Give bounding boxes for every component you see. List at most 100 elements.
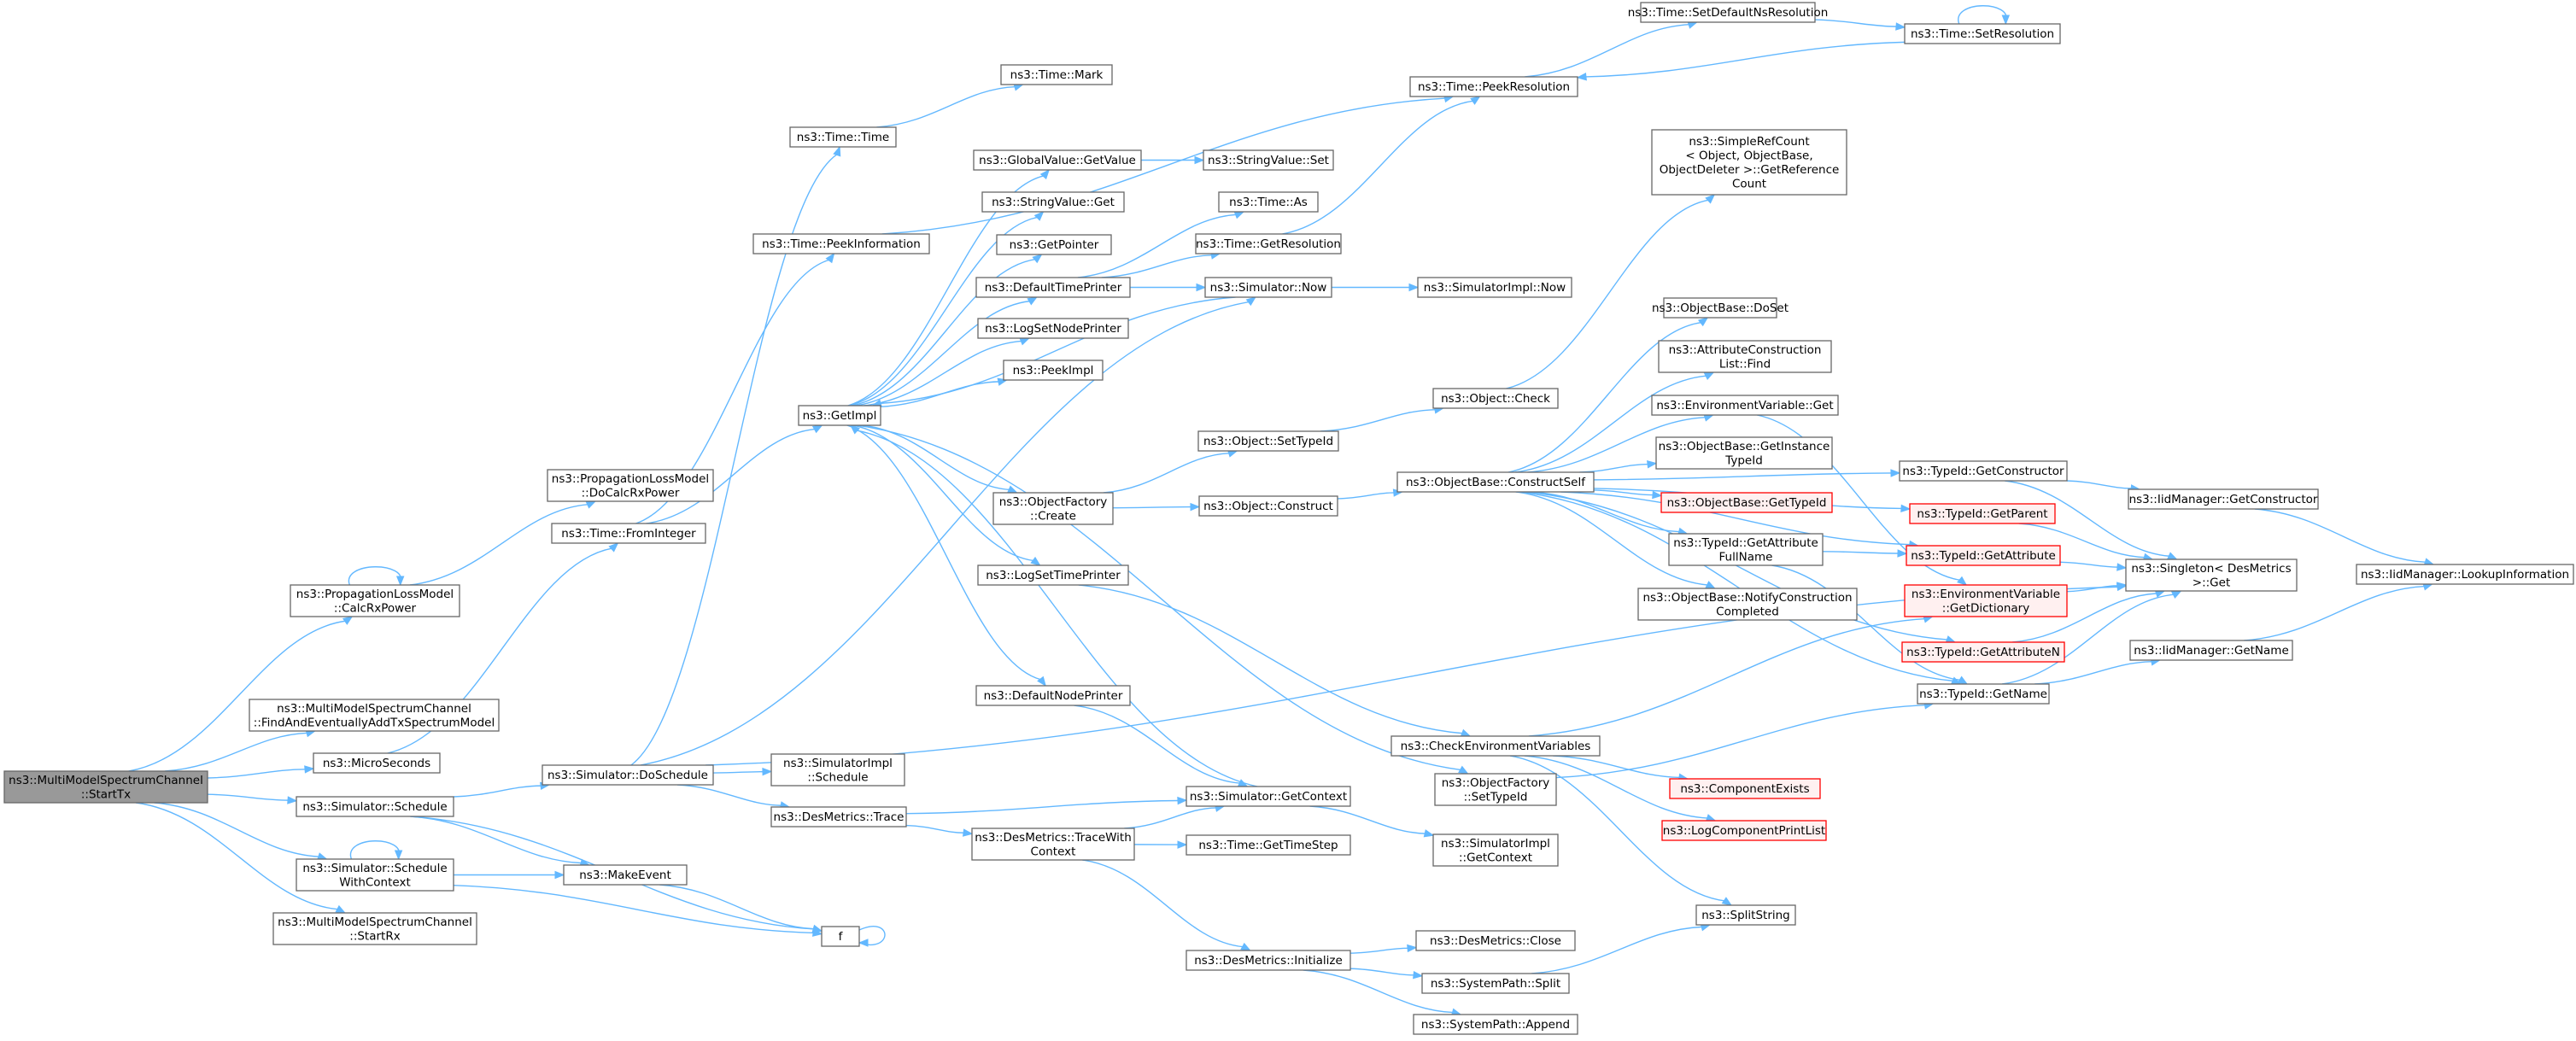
node-objfactory_create[interactable]: ns3::ObjectFactory::Create <box>992 492 1114 525</box>
node-obj_settypeid[interactable]: ns3::Object::SetTypeId <box>1197 430 1339 452</box>
node-simplerefcount[interactable]: ns3::SimpleRefCount< Object, ObjectBase,… <box>1651 129 1847 196</box>
node-box[interactable] <box>551 523 706 544</box>
node-box[interactable] <box>1421 973 1570 994</box>
node-box[interactable] <box>1655 436 1833 470</box>
node-ob_notifyconstr[interactable]: ns3::ObjectBase::NotifyConstructionCompl… <box>1637 588 1858 621</box>
node-box[interactable] <box>1904 584 2068 617</box>
node-box[interactable] <box>1899 460 2068 482</box>
node-box[interactable] <box>2356 564 2574 585</box>
node-tid_getname[interactable]: ns3::TypeId::GetName <box>1917 683 2050 705</box>
node-startrx[interactable]: ns3::MultiModelSpectrumChannel::StartRx <box>272 912 477 945</box>
node-box[interactable] <box>563 864 688 886</box>
node-componentexists[interactable]: ns3::ComponentExists <box>1669 778 1821 799</box>
node-box[interactable] <box>290 584 460 617</box>
node-obj_construct[interactable]: ns3::Object::Construct <box>1198 495 1338 517</box>
node-box[interactable] <box>1186 950 1351 971</box>
node-checkenvvars[interactable]: ns3::CheckEnvironmentVariables <box>1390 735 1601 757</box>
node-simimpl_now[interactable]: ns3::SimulatorImpl::Now <box>1417 277 1572 298</box>
node-systempath_split[interactable]: ns3::SystemPath::Split <box>1421 973 1570 994</box>
node-logcomplistprint[interactable]: ns3::LogComponentPrintList <box>1661 820 1827 841</box>
node-box[interactable] <box>1660 492 1833 513</box>
node-box[interactable] <box>313 752 441 774</box>
node-box[interactable] <box>1669 778 1821 799</box>
node-calcrxpower[interactable]: ns3::PropagationLossModel::CalcRxPower <box>290 584 460 617</box>
node-tid_getattributen[interactable]: ns3::TypeId::GetAttributeN <box>1901 641 2065 663</box>
node-box[interactable] <box>975 277 1131 298</box>
node-microseconds[interactable]: ns3::MicroSeconds <box>313 752 441 774</box>
node-box[interactable] <box>1909 503 2056 524</box>
node-box[interactable] <box>1186 834 1351 856</box>
node-iid_lookupinfo[interactable]: ns3::IidManager::LookupInformation <box>2356 564 2574 585</box>
node-box[interactable] <box>1390 735 1601 757</box>
node-peekimpl[interactable]: ns3::PeekImpl <box>1003 360 1104 381</box>
node-box[interactable] <box>1661 820 1827 841</box>
node-box[interactable] <box>296 796 454 817</box>
node-findaddtx[interactable]: ns3::MultiModelSpectrumChannel::FindAndE… <box>249 699 500 732</box>
node-ob_constructself[interactable]: ns3::ObjectBase::ConstructSelf <box>1396 471 1595 493</box>
node-iid_getname[interactable]: ns3::IidManager::GetName <box>2129 640 2293 661</box>
node-time_frominteger[interactable]: ns3::Time::FromInteger <box>551 523 706 544</box>
node-objfactory_settypeid[interactable]: ns3::ObjectFactory::SetTypeId <box>1434 773 1557 806</box>
node-time_time[interactable]: ns3::Time::Time <box>789 126 897 148</box>
node-time_setres[interactable]: ns3::Time::SetResolution <box>1904 23 2061 44</box>
node-obj_check[interactable]: ns3::Object::Check <box>1432 388 1559 409</box>
node-box[interactable] <box>542 764 714 786</box>
node-box[interactable] <box>992 492 1114 525</box>
node-time_as[interactable]: ns3::Time::As <box>1218 191 1319 213</box>
node-simimpl_schedule[interactable]: ns3::SimulatorImpl::Schedule <box>770 753 905 787</box>
node-box[interactable] <box>249 699 500 732</box>
node-box[interactable] <box>1906 545 2061 566</box>
node-box[interactable] <box>971 828 1135 861</box>
node-sv_get[interactable]: ns3::StringValue::Get <box>981 191 1125 213</box>
node-ob_doset[interactable]: ns3::ObjectBase::DoSet <box>1652 297 1789 319</box>
node-envvar_getdict[interactable]: ns3::EnvironmentVariable::GetDictionary <box>1904 584 2068 617</box>
node-box[interactable] <box>1413 1014 1578 1035</box>
node-desmetrics_init[interactable]: ns3::DesMetrics::Initialize <box>1186 950 1351 971</box>
node-box[interactable] <box>272 912 477 945</box>
node-starttx[interactable]: ns3::MultiModelSpectrumChannel::StartTx <box>3 770 208 804</box>
node-box[interactable] <box>1901 641 2065 663</box>
node-box[interactable] <box>789 126 897 148</box>
node-box[interactable] <box>1432 388 1559 409</box>
node-box[interactable] <box>1417 277 1572 298</box>
node-box[interactable] <box>1203 149 1334 171</box>
node-box[interactable] <box>977 318 1129 339</box>
node-time_mark[interactable]: ns3::Time::Mark <box>1000 64 1113 85</box>
node-box[interactable] <box>1432 833 1559 867</box>
node-time_peekres[interactable]: ns3::Time::PeekResolution <box>1409 76 1578 97</box>
node-f[interactable]: f <box>821 926 860 947</box>
node-defaultnodeprinter[interactable]: ns3::DefaultNodePrinter <box>975 685 1131 706</box>
node-desmetrics_close[interactable]: ns3::DesMetrics::Close <box>1415 930 1576 951</box>
node-box[interactable] <box>1198 495 1338 517</box>
node-getimpl[interactable]: ns3::GetImpl <box>798 405 881 426</box>
node-box[interactable] <box>770 806 907 828</box>
node-box[interactable] <box>1651 395 1839 416</box>
node-getpointer[interactable]: ns3::GetPointer <box>996 234 1112 255</box>
node-envvar_get[interactable]: ns3::EnvironmentVariable::Get <box>1651 395 1839 416</box>
node-box[interactable] <box>1668 533 1824 566</box>
node-defaulttimeprinter[interactable]: ns3::DefaultTimePrinter <box>975 277 1131 298</box>
node-sim_getcontext[interactable]: ns3::Simulator::GetContext <box>1186 786 1351 807</box>
node-box[interactable] <box>1637 588 1858 621</box>
node-box[interactable] <box>1396 471 1595 493</box>
node-box[interactable] <box>798 405 881 426</box>
node-ob_gettypeid[interactable]: ns3::ObjectBase::GetTypeId <box>1660 492 1833 513</box>
node-box[interactable] <box>296 858 454 892</box>
node-box[interactable] <box>1204 277 1332 298</box>
node-sim_doschedule[interactable]: ns3::Simulator::DoSchedule <box>542 764 714 786</box>
node-time_peekinfo[interactable]: ns3::Time::PeekInformation <box>752 233 930 254</box>
node-box[interactable] <box>977 564 1129 586</box>
node-box[interactable] <box>1658 340 1832 373</box>
node-simimpl_getcontext[interactable]: ns3::SimulatorImpl::GetContext <box>1432 833 1559 867</box>
node-box[interactable] <box>1003 360 1104 381</box>
node-desmetrics_trace[interactable]: ns3::DesMetrics::Trace <box>770 806 907 828</box>
node-box[interactable] <box>1663 297 1777 319</box>
node-box[interactable] <box>1409 76 1578 97</box>
node-systempath_append[interactable]: ns3::SystemPath::Append <box>1413 1014 1578 1035</box>
node-box[interactable] <box>2128 488 2319 510</box>
node-box[interactable] <box>2125 559 2298 592</box>
